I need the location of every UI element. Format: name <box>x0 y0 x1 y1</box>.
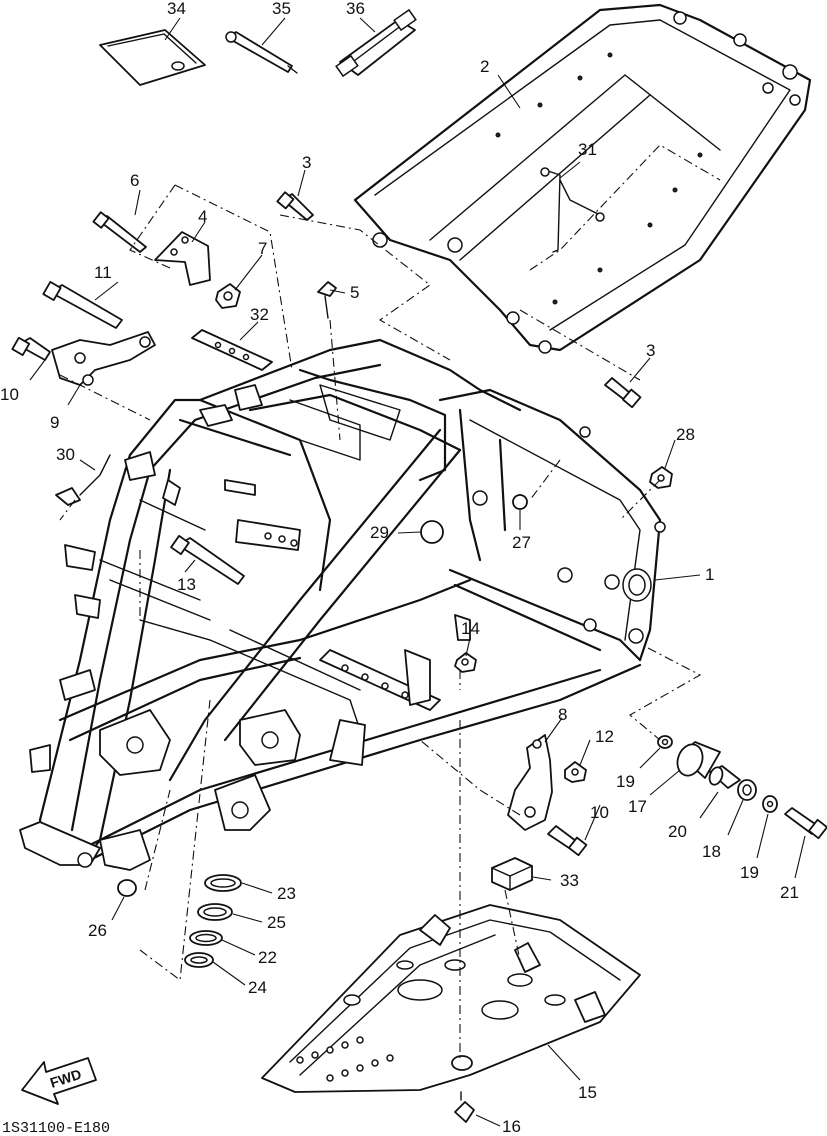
callout-27: 27 <box>512 533 531 552</box>
callout-10-right: 10 <box>590 803 609 822</box>
callout-19-left: 19 <box>616 772 635 791</box>
callout-35: 35 <box>272 0 291 18</box>
part-34-pad <box>99 29 206 86</box>
callout-15: 15 <box>578 1083 597 1102</box>
callout-21: 21 <box>780 883 799 902</box>
part-14-nut <box>454 652 477 673</box>
leader-lines <box>29 17 806 1127</box>
callout-19-right: 19 <box>740 863 759 882</box>
callout-16: 16 <box>502 1117 521 1136</box>
part-5-bolt <box>317 281 337 319</box>
part-22-bushing <box>189 930 223 946</box>
part-11-bolt <box>42 281 123 329</box>
part-8-bracket <box>507 734 553 831</box>
part-23-bushing <box>204 874 242 892</box>
callout-3-top: 3 <box>302 153 311 172</box>
callout-36: 36 <box>346 0 365 18</box>
part-26-grommet <box>117 879 137 897</box>
callout-3-right: 3 <box>646 341 655 360</box>
callout-29: 29 <box>370 523 389 542</box>
callout-11: 11 <box>94 263 112 282</box>
part-10-bolt-right <box>547 825 588 857</box>
part-3-bolt-top <box>276 191 314 221</box>
part-1-main-frame <box>19 338 666 871</box>
callout-6: 6 <box>130 171 139 190</box>
callout-5: 5 <box>350 283 359 302</box>
callout-31: 31 <box>578 140 597 159</box>
part-19-washer-left <box>657 735 673 749</box>
part-31-wire <box>540 167 605 253</box>
callout-labels: 34 35 36 2 31 3 6 4 7 5 11 32 3 28 10 9 … <box>0 0 799 1136</box>
callout-18: 18 <box>702 842 721 861</box>
part-19-washer-right <box>762 795 778 813</box>
part-18-bushing <box>737 779 757 801</box>
part-12-nut <box>564 761 587 783</box>
callout-8: 8 <box>558 705 567 724</box>
callout-14: 14 <box>461 619 480 638</box>
callout-7: 7 <box>258 239 267 258</box>
callout-30: 30 <box>56 445 75 464</box>
part-7-nut <box>215 283 241 309</box>
part-20-collar <box>708 765 741 789</box>
callout-33: 33 <box>560 871 579 890</box>
part-2-rear-frame <box>353 3 812 354</box>
part-33-block <box>491 857 533 891</box>
callout-1: 1 <box>705 565 714 584</box>
part-17-bushing <box>676 741 721 779</box>
fwd-arrow: FWD <box>21 1057 97 1105</box>
callout-26: 26 <box>88 921 107 940</box>
callout-20: 20 <box>668 822 687 841</box>
part-27-grommet <box>512 494 528 510</box>
callout-17: 17 <box>628 797 647 816</box>
callout-23: 23 <box>277 884 296 903</box>
part-32-bracket <box>191 329 273 371</box>
part-13-bolt <box>170 534 245 585</box>
part-3-bolt-right <box>604 377 642 409</box>
part-28-nut <box>649 466 673 489</box>
callout-28: 28 <box>676 425 695 444</box>
part-25-bushing <box>197 903 233 921</box>
callout-13: 13 <box>177 575 196 594</box>
part-10-bolt-left <box>11 336 51 361</box>
callout-2: 2 <box>480 57 489 76</box>
callout-32: 32 <box>250 305 269 324</box>
part-21-bolt <box>784 807 827 840</box>
part-36-strap <box>335 8 417 78</box>
callout-34: 34 <box>167 0 186 18</box>
part-29-grommet <box>420 520 444 544</box>
part-35-pin <box>225 31 298 74</box>
callout-4: 4 <box>198 207 207 226</box>
part-15-skid-plate <box>261 904 641 1093</box>
part-9-plate <box>51 331 156 386</box>
drawing-code: 1S31100-E180 <box>2 1120 110 1136</box>
callout-24: 24 <box>248 978 267 997</box>
part-16-bolt <box>454 1091 475 1123</box>
callout-10-left: 10 <box>0 385 19 404</box>
callout-22: 22 <box>258 948 277 967</box>
callout-12: 12 <box>595 727 614 746</box>
callout-9: 9 <box>50 413 59 432</box>
part-6-bolt <box>92 211 147 253</box>
callout-25: 25 <box>267 913 286 932</box>
part-4-bracket <box>154 231 211 286</box>
assembly-lines <box>59 144 721 1060</box>
part-24-bushing <box>184 952 214 968</box>
